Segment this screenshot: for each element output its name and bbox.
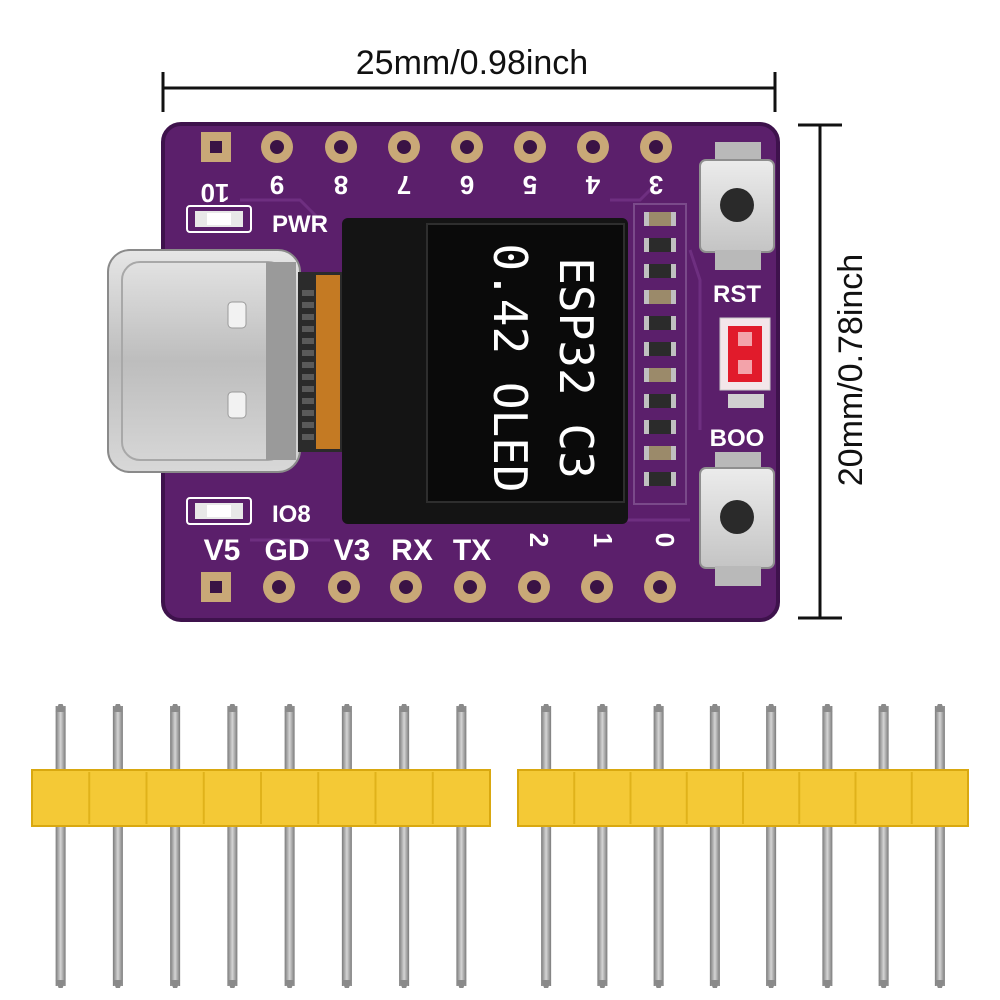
reset-button-cap — [720, 188, 754, 222]
pin-pad — [263, 571, 295, 603]
pin-header-strips — [31, 704, 969, 988]
smd-component — [644, 420, 676, 434]
oled-line-2: 0.42 OLED — [483, 243, 537, 492]
oled-ribbon — [298, 272, 348, 452]
header-pin — [227, 704, 238, 988]
header-pin — [878, 704, 889, 988]
pin-pad — [328, 571, 360, 603]
smd-components — [633, 203, 687, 505]
top-pin-row — [201, 131, 672, 163]
smd-component — [644, 368, 676, 382]
header-pin — [284, 704, 295, 988]
header-pin — [597, 704, 608, 988]
smd-component — [644, 212, 676, 226]
header-pin — [709, 704, 720, 988]
smd-component — [644, 472, 676, 486]
header-pin — [170, 704, 181, 988]
pin-label-top: 3 — [649, 170, 663, 200]
pin-label-top: 9 — [270, 170, 284, 200]
boot-button-cap — [720, 500, 754, 534]
pin-pad — [644, 571, 676, 603]
header-strip — [31, 704, 491, 988]
pin-label-bottom: 1 — [588, 533, 618, 547]
bottom-pin-row — [201, 571, 676, 603]
pin-label-bottom: TX — [453, 534, 491, 567]
red-switch — [719, 317, 771, 408]
header-pin — [399, 704, 410, 988]
pin-pad — [640, 131, 672, 163]
header-pin — [541, 704, 552, 988]
header-pin — [934, 704, 945, 988]
pin-pad — [518, 571, 550, 603]
oled-screen — [426, 223, 625, 503]
header-pin — [653, 704, 664, 988]
smd-component — [644, 238, 676, 252]
header-pin — [55, 704, 66, 988]
header-pin — [766, 704, 777, 988]
height-dimension-label: 20mm/0.78inch — [832, 254, 870, 486]
bottom-pin-labels: V5 GD V3 RX TX 2 1 0 — [204, 533, 680, 567]
reset-button: RST — [699, 142, 775, 308]
header-pin — [456, 704, 467, 988]
pwr-led-label: PWR — [272, 211, 328, 238]
pin-pad — [390, 571, 422, 603]
pin-label-bottom: 2 — [524, 533, 554, 547]
pin-label-bottom: V3 — [334, 534, 371, 567]
header-pin — [822, 704, 833, 988]
smd-component — [644, 446, 676, 460]
pin-label-bottom: RX — [391, 534, 433, 567]
pin-label-10: 10 — [201, 178, 230, 208]
pin-pad — [325, 131, 357, 163]
pwr-led: PWR — [186, 205, 328, 238]
width-dimension: 25mm/0.98inch — [161, 44, 777, 112]
io8-led-label: IO8 — [272, 501, 311, 528]
pin-label-top: 8 — [334, 170, 348, 200]
pin-pad — [577, 131, 609, 163]
boot-button: BOO — [699, 425, 775, 586]
smd-component — [644, 290, 676, 304]
pin-label-bottom: V5 — [204, 534, 241, 567]
pin-label-bottom: GD — [265, 534, 310, 567]
pin-pad — [454, 571, 486, 603]
pin-label-top: 4 — [585, 170, 600, 200]
usb-c-connector — [107, 249, 301, 473]
pin-pad — [261, 131, 293, 163]
height-dimension: 20mm/0.78inch — [798, 123, 870, 620]
io8-led: IO8 — [186, 497, 311, 528]
header-pin — [112, 704, 123, 988]
top-pin-labels: 10 9 8 7 6 5 4 3 — [201, 170, 664, 208]
oled-line-1: ESP32 C3 — [549, 257, 603, 479]
boot-button-label: BOO — [710, 425, 765, 452]
pin-pad — [581, 571, 613, 603]
header-pin — [341, 704, 352, 988]
oled-display: ESP32 C3 0.42 OLED — [342, 218, 628, 524]
pin-pad — [388, 131, 420, 163]
reset-button-label: RST — [713, 281, 761, 308]
pin-pad — [451, 131, 483, 163]
smd-component — [644, 316, 676, 330]
pin-label-top: 7 — [397, 170, 411, 200]
smd-component — [644, 394, 676, 408]
smd-component — [644, 264, 676, 278]
pin-label-top: 5 — [523, 170, 537, 200]
smd-component — [644, 342, 676, 356]
pin-pad — [514, 131, 546, 163]
header-strip — [517, 704, 969, 988]
width-dimension-label: 25mm/0.98inch — [356, 44, 588, 82]
pcb-traces — [240, 178, 702, 542]
pin-label-bottom: 0 — [650, 533, 680, 547]
pin-label-top: 6 — [460, 170, 474, 200]
